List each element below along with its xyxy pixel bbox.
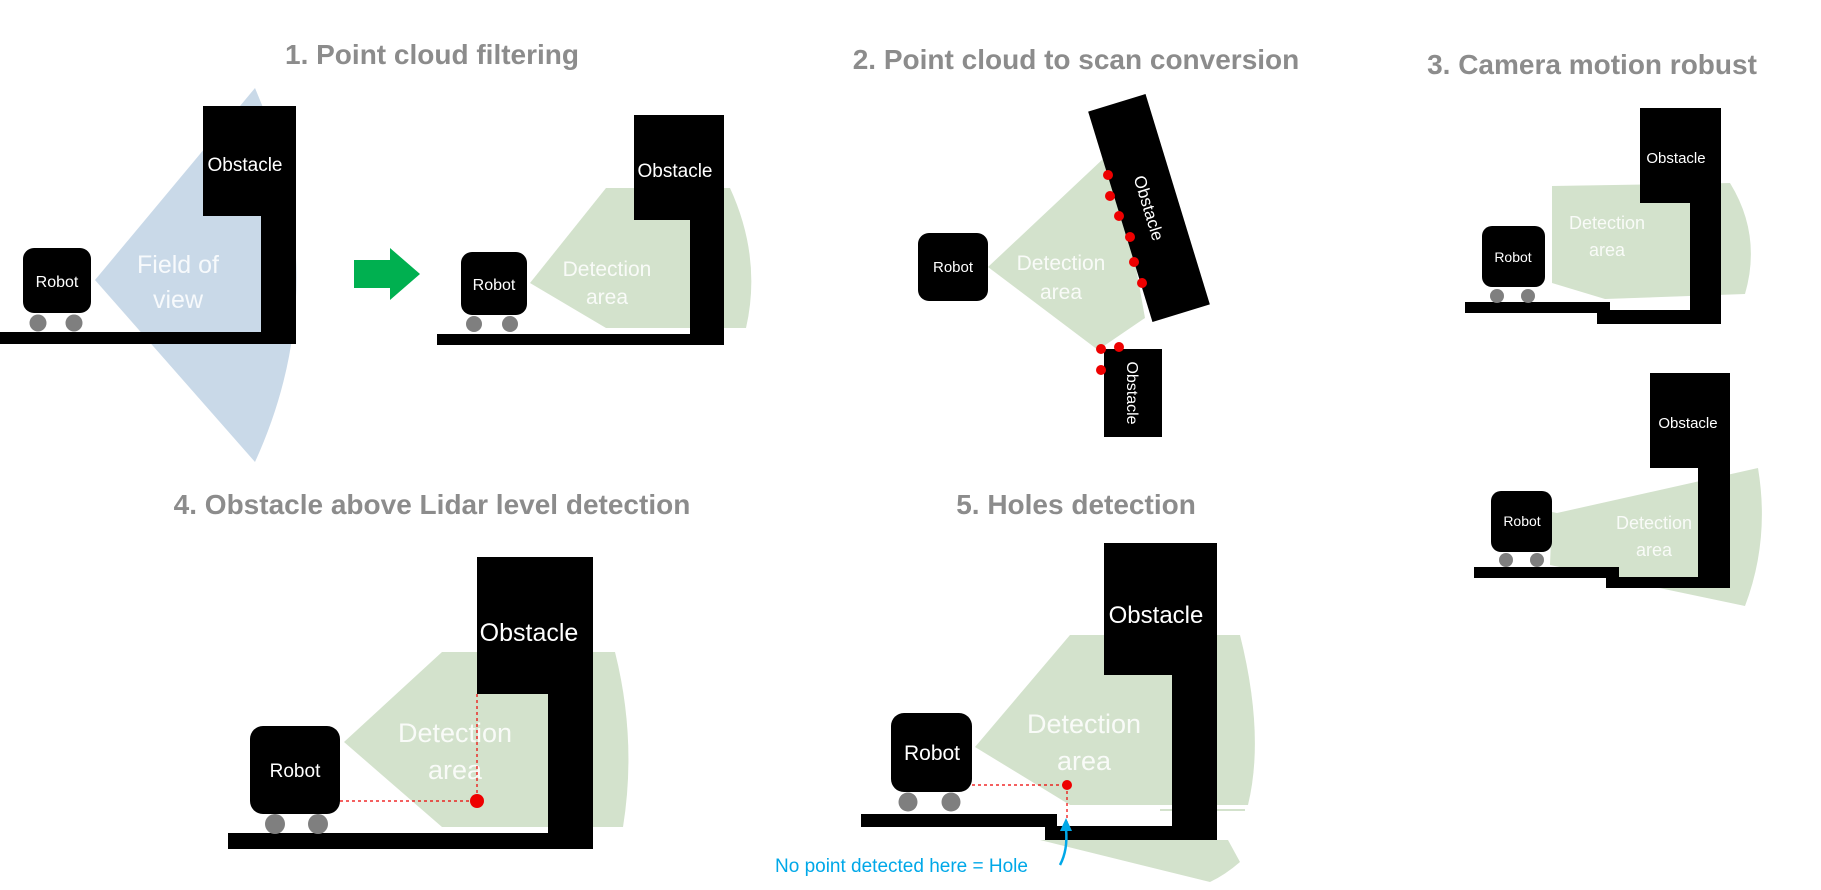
hole-arrow-head [1060, 818, 1072, 831]
floor [228, 833, 593, 849]
field-of-view-label: Field of [137, 251, 219, 279]
robot-label: Robot [933, 259, 974, 276]
floor-step [1597, 310, 1721, 324]
robot-wheel [1490, 289, 1504, 303]
panel-5-title: 5. Holes detection [956, 489, 1196, 520]
obstacle-label: Obstacle [638, 161, 713, 182]
floor-step [1606, 577, 1730, 588]
robot-label: Robot [473, 277, 516, 294]
scan-point [1105, 191, 1115, 201]
field-of-view-label: view [153, 286, 204, 314]
robot-wheel [65, 314, 83, 332]
robot-label: Robot [270, 761, 321, 782]
obstacle-wall [1690, 108, 1721, 324]
robot-label: Robot [36, 274, 79, 291]
floor [0, 332, 296, 344]
robot-body [918, 233, 988, 301]
detection-label: Detection [1616, 513, 1692, 533]
panel-3-bottom: Robot Obstacle Detection area [1474, 373, 1762, 606]
robot-wheel [265, 814, 285, 834]
detection-label: area [586, 286, 628, 309]
obstacle-label: Obstacle [1109, 602, 1204, 629]
robot-label: Robot [1494, 249, 1531, 265]
robot-wheel [502, 316, 518, 332]
robot-wheel [1530, 553, 1544, 567]
detection-label: area [1057, 746, 1112, 776]
detection-label: Detection [1027, 709, 1141, 739]
detection-label: Detection [1569, 213, 1645, 233]
detection-label: area [1589, 240, 1626, 260]
detection-label: area [428, 755, 483, 785]
robot-body [250, 726, 340, 814]
robot-wheel [1521, 289, 1535, 303]
robot-body [1482, 226, 1545, 287]
obstacle-wall [690, 115, 724, 345]
robot-wheel [466, 316, 482, 332]
floor [1474, 567, 1619, 578]
detection-area-below [1040, 840, 1240, 882]
detection-label: Detection [398, 718, 512, 748]
obstacle-label: Obstacle [208, 155, 283, 176]
obstacle-label: Obstacle [1646, 150, 1705, 167]
obstacle-wall [548, 557, 593, 849]
hole-arrow [1058, 828, 1068, 866]
detection-label: area [1636, 540, 1673, 560]
obstacle-wall [261, 106, 296, 344]
obstacle-wall [1698, 373, 1730, 588]
scan-point [1096, 344, 1106, 354]
panel-3-top: Robot Obstacle Detection area [1465, 108, 1751, 324]
obstacle-label: Obstacle [1658, 415, 1717, 432]
floor-step [1045, 826, 1217, 840]
obstacle-rotated: Obstacle [1088, 94, 1210, 322]
obstacle-label: Obstacle [480, 619, 579, 647]
robot-label: Robot [1503, 513, 1540, 529]
panel-1-before: Robot Obstacle Field of view [0, 88, 297, 462]
scan-point [1125, 232, 1135, 242]
robot-body [1491, 491, 1552, 552]
robot-wheel [308, 814, 328, 834]
detected-point [1062, 780, 1072, 790]
detection-label: Detection [1017, 252, 1106, 275]
robot-label: Robot [904, 742, 960, 765]
scan-point [1114, 342, 1124, 352]
panel-4-title: 4. Obstacle above Lidar level detection [174, 489, 691, 520]
scan-point [1137, 278, 1147, 288]
transition-arrow [354, 248, 420, 300]
floor [437, 334, 724, 345]
detection-label: area [1040, 281, 1082, 304]
panel-4: Robot Obstacle Detection area [228, 557, 629, 849]
robot-wheel [1499, 553, 1513, 567]
scan-point [1103, 170, 1113, 180]
robot-body [891, 713, 972, 792]
robot-wheel [29, 314, 47, 332]
detection-area [988, 158, 1145, 350]
panel-5: Robot Obstacle Detection area No point d… [775, 543, 1255, 882]
panel-2: Obstacle Obstacle Robot Detection area [918, 94, 1210, 437]
scan-point [1096, 365, 1106, 375]
scan-point [1129, 257, 1139, 267]
robot-wheel [898, 792, 918, 812]
panel-1-after: Robot Obstacle Detection area [437, 115, 752, 345]
robot-body [461, 252, 527, 315]
obstacle-small: Obstacle [1104, 349, 1162, 437]
obstacle-wall [1172, 543, 1217, 840]
detection-label: Detection [563, 258, 652, 281]
panel-3-title: 3. Camera motion robust [1427, 49, 1757, 80]
hole-note: No point detected here = Hole [775, 856, 1028, 877]
detected-point [470, 794, 484, 808]
panel-1-title: 1. Point cloud filtering [285, 39, 579, 70]
obstacle-label: Obstacle [1123, 361, 1140, 424]
scan-point [1114, 211, 1124, 221]
floor [861, 814, 1057, 827]
panel-2-title: 2. Point cloud to scan conversion [853, 44, 1300, 75]
robot-wheel [941, 792, 961, 812]
floor [1465, 302, 1610, 313]
robot-body [23, 248, 91, 313]
